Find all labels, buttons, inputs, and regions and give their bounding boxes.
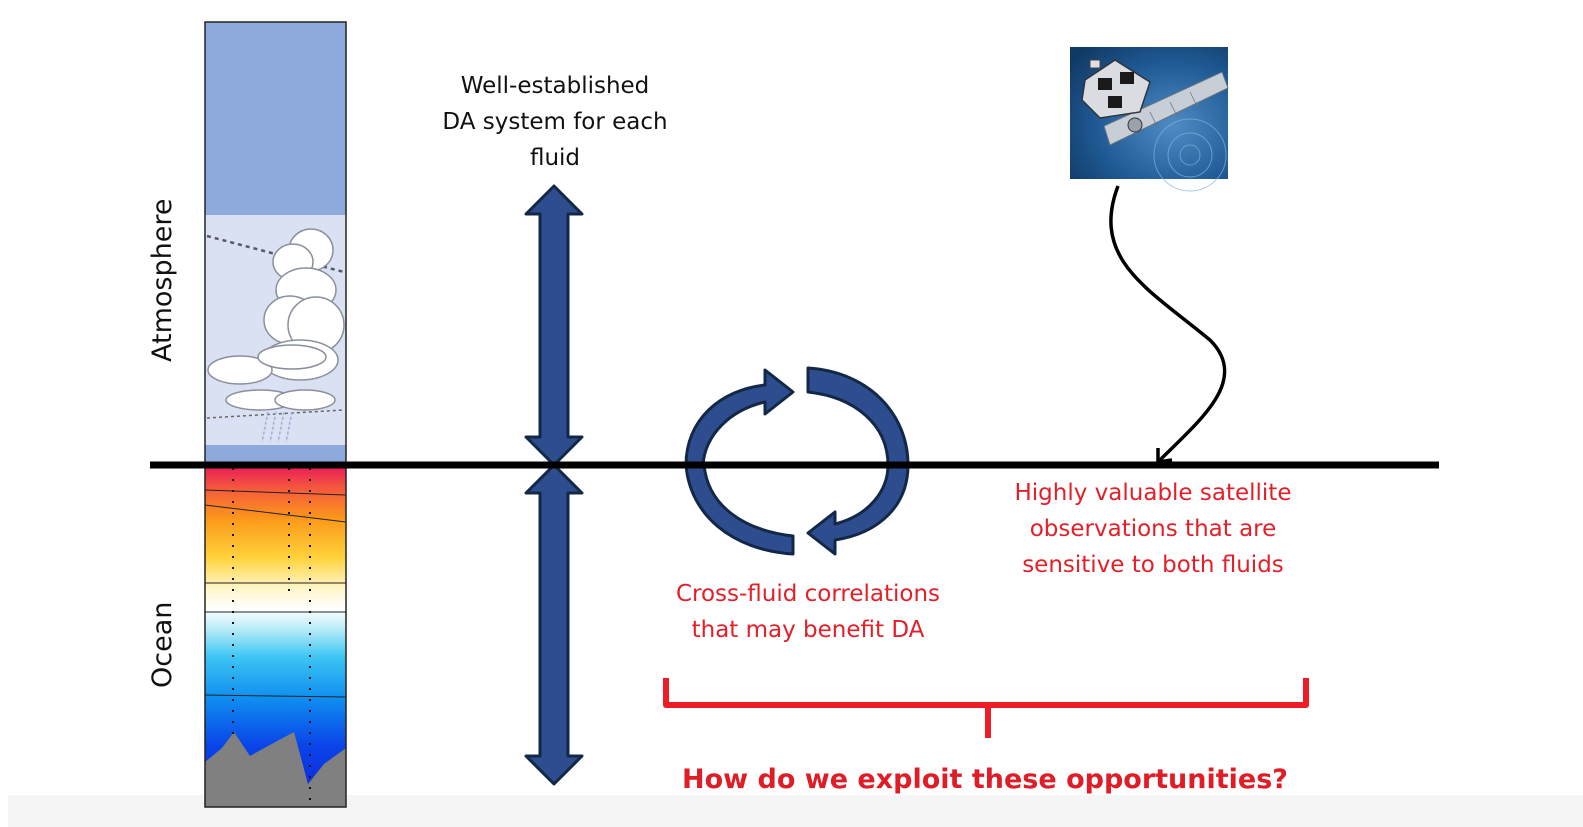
rain-streaks: [261, 411, 293, 443]
da-system-line-1: Well-established: [460, 73, 650, 99]
cycle-arrow-upper: [684, 368, 795, 467]
cycle-arrows-icon: [684, 366, 910, 556]
isotherm-lines: [204, 489, 347, 698]
satellite-obs-line-3: sensitive to both fluids: [1022, 552, 1284, 578]
cloud-icon: [207, 228, 345, 411]
ocean-label: Ocean: [147, 601, 178, 688]
da-system-label: Well-established DA system for each flui…: [425, 68, 685, 176]
satellite-image: [1070, 47, 1229, 192]
sky-band: [205, 445, 346, 463]
satellite-obs-line-2: observations that are: [1029, 516, 1277, 542]
da-system-line-3: fluid: [529, 145, 581, 171]
ocean-da-arrow: [524, 463, 584, 786]
question-heading: How do we exploit these opportunities?: [682, 764, 1288, 795]
sky-upper: [205, 22, 346, 215]
atmosphere-da-arrow: [524, 184, 584, 467]
double-arrow-icon: [524, 184, 584, 786]
brace-icon: [663, 678, 1309, 738]
ocean-column: [204, 464, 347, 808]
cross-fluid-line-1: Cross-fluid correlations: [675, 581, 941, 607]
atmosphere-label: Atmosphere: [147, 198, 178, 362]
cross-fluid-label: Cross-fluid correlations that may benefi…: [638, 576, 978, 648]
cycle-arrow-right: [806, 366, 910, 556]
cross-fluid-line-2: that may benefit DA: [691, 617, 925, 643]
satellite-obs-line-1: Highly valuable satellite: [1014, 480, 1292, 506]
atmosphere-column: [204, 21, 347, 464]
profile-dots: [232, 468, 311, 800]
cycle-arrow-lower: [684, 463, 795, 556]
curved-arrow-icon: [1109, 185, 1227, 465]
da-system-line-2: DA system for each: [442, 109, 668, 135]
satellite-observations-label: Highly valuable satellite observations t…: [983, 475, 1323, 583]
